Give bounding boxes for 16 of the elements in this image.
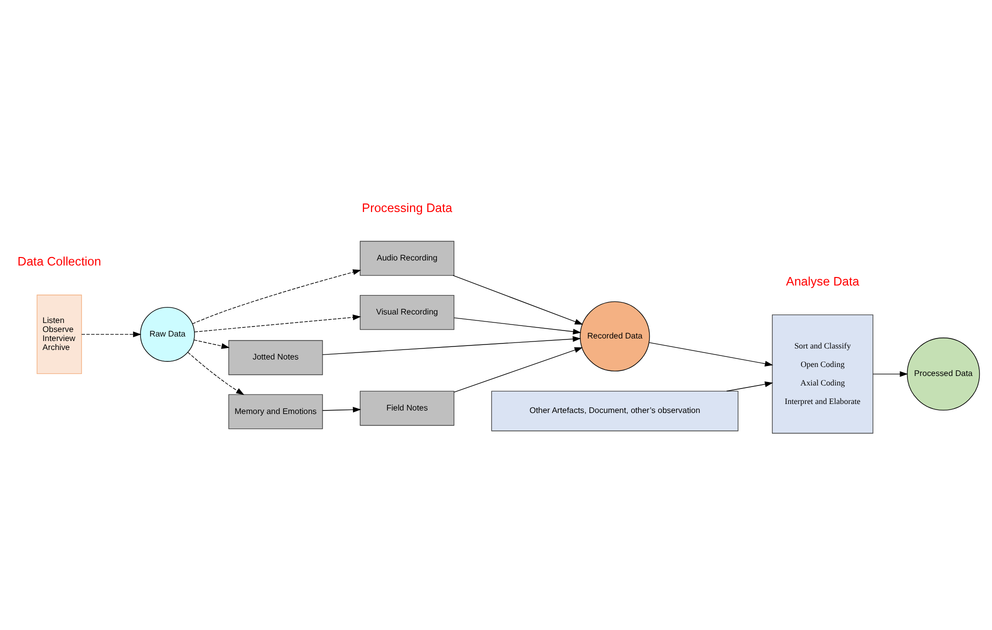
arrow [322,336,581,356]
arrow [454,317,582,334]
arrow [322,406,362,413]
arrow [726,381,774,392]
arrow [454,347,583,392]
arrow [194,340,230,349]
arrow [648,342,774,366]
arrow [188,352,244,395]
arrow [872,371,908,377]
label: Analyse Data [786,274,860,288]
label: Data Collection [18,254,102,268]
arrow [81,331,142,338]
label: Processing Data [362,201,452,216]
arrow [192,269,362,324]
arrow [452,275,584,325]
arrow [194,314,362,332]
